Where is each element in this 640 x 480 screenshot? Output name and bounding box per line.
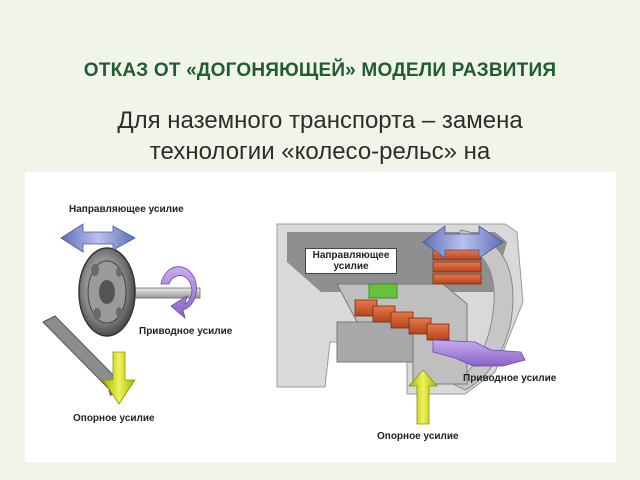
sensor-block: [368, 283, 398, 299]
guiding-force-arrow-right: [422, 225, 504, 259]
label-driving-force-left: Приводное усилие: [139, 326, 233, 337]
driving-force-arrow-left: [160, 266, 197, 320]
label-guiding-force-right-line-2: усилие: [333, 261, 369, 272]
slide-subtitle: Для наземного транспорта – замена технол…: [40, 105, 600, 167]
label-guiding-force-left: Направляющее усилие: [69, 204, 184, 215]
magnet-blocks: [354, 299, 450, 341]
wheel-rail-diagram: [42, 223, 201, 405]
label-guiding-force-right: Направляющее усилие: [305, 248, 397, 274]
label-support-force-right: Опорное усилие: [377, 431, 459, 442]
guiding-force-arrow-left: [60, 223, 136, 253]
support-force-arrow-left: [102, 351, 136, 405]
driving-force-arrow-right: [432, 339, 526, 367]
label-support-force-left: Опорное усилие: [73, 413, 155, 424]
comparison-figure: Направляющее усилие Приводное усилие Опо…: [25, 172, 616, 462]
figure-illustration: [42, 223, 526, 425]
subtitle-line-1: Для наземного транспорта – замена: [117, 107, 523, 134]
guidance-magnets: [432, 249, 482, 285]
subtitle-line-2: технологии «колесо-рельс» на: [149, 138, 491, 165]
slide-title: ОТКАЗ ОТ «ДОГОНЯЮЩЕЙ» МОДЕЛИ РАЗВИТИЯ: [83, 60, 557, 81]
support-force-arrow-right: [408, 369, 438, 425]
label-guiding-force-right-line-1: Направляющее: [312, 250, 390, 261]
label-driving-force-right: Приводное усилие: [463, 373, 557, 384]
